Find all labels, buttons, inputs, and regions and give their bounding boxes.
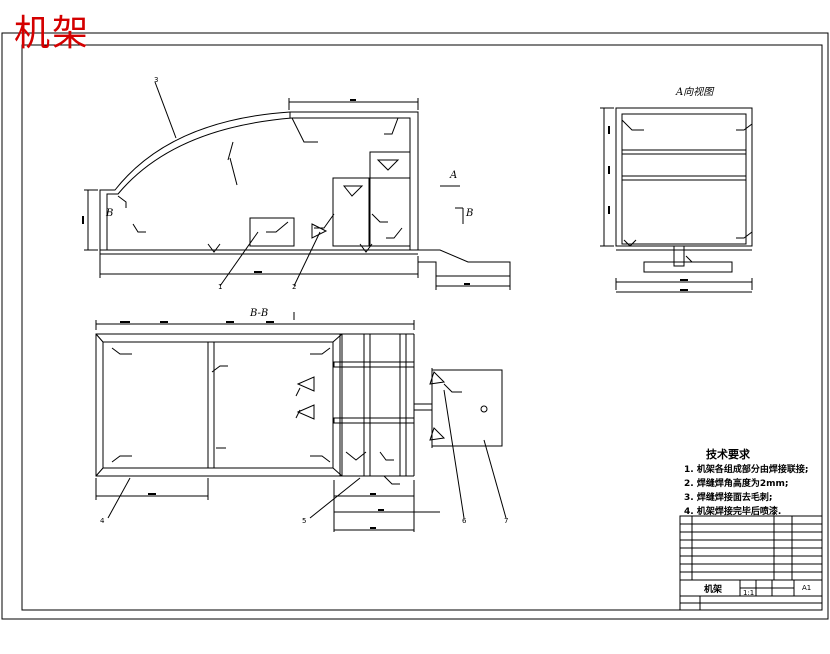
requirement-1: 1. 机架各组成部分由焊接联接;: [684, 465, 809, 475]
balloon-3: 3: [154, 76, 159, 84]
requirements-heading: 技术要求: [706, 448, 750, 461]
balloon-5: 5: [302, 517, 307, 525]
title-block-scale: 1:1: [743, 589, 755, 597]
balloon-4: 4: [100, 517, 105, 525]
requirement-4: 4. 机架焊接完毕后喷漆.: [684, 507, 782, 517]
balloon-7: 7: [504, 517, 509, 525]
balloon-2: 2: [292, 283, 297, 291]
a-view-label: A向视图: [676, 87, 714, 98]
dimension-marks: [82, 99, 688, 529]
section-bb-label: B-B: [250, 308, 269, 319]
arrow-b-label-right: B: [466, 208, 474, 219]
a-view: [600, 107, 753, 293]
drawing-title: 机架: [14, 13, 91, 54]
requirement-2: 2. 焊缝焊角高度为2mm;: [684, 479, 789, 489]
inner-border: [21, 44, 823, 611]
section-bb: [95, 312, 507, 532]
balloon-1: 1: [218, 283, 223, 291]
requirement-3: 3. 焊缝焊接面去毛刺;: [684, 493, 773, 503]
title-block: [679, 515, 823, 611]
arrow-a-label: A: [450, 170, 458, 181]
front-view: [84, 81, 511, 290]
balloon-6: 6: [462, 517, 467, 525]
title-block-sheet-code: A1: [802, 584, 812, 592]
arrow-b-label-left: B: [106, 208, 114, 219]
outer-border: [1, 32, 829, 620]
title-block-drawing-name: 机架: [704, 585, 723, 595]
